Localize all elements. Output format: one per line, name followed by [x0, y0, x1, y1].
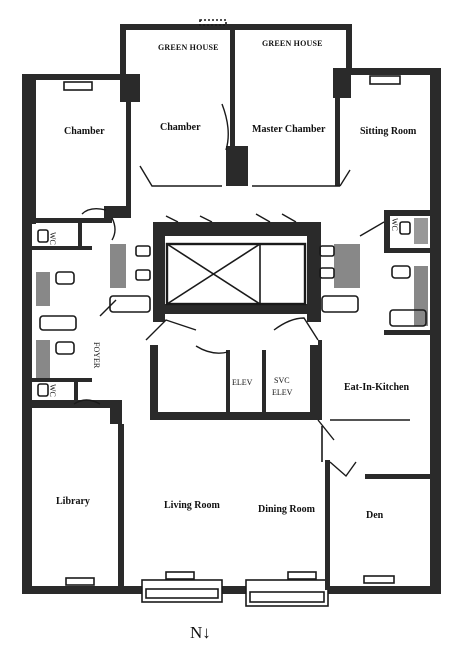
svc-elev-label: ELEV [272, 388, 293, 397]
eat-in-kitchen-label: Eat-In-Kitchen [344, 382, 409, 393]
wc-right-label: WC [390, 218, 399, 231]
elevator-hatch [165, 242, 307, 306]
north-arrow: N↓ [190, 623, 211, 642]
greenhouse-right-label: GREEN HOUSE [262, 39, 323, 48]
chamber-1-label: Chamber [64, 126, 105, 137]
door-swings [73, 103, 385, 478]
room-labels: GREEN HOUSE GREEN HOUSE Chamber Chamber … [48, 39, 417, 521]
greenhouse-left-label: GREEN HOUSE [158, 43, 219, 52]
master-chamber-label: Master Chamber [252, 124, 326, 135]
kitchen-counters [321, 419, 410, 462]
elev-label: ELEV [232, 378, 253, 387]
windows [63, 19, 401, 586]
chamber-2-label: Chamber [160, 122, 201, 133]
svc-label: SVC [274, 376, 290, 385]
wc-left-upper-label: WC [48, 232, 57, 245]
den-label: Den [366, 510, 384, 521]
outer-walls [22, 24, 441, 607]
fixtures [37, 221, 427, 397]
foyer-label: FOYER [92, 342, 101, 369]
bath-tiles [36, 218, 428, 378]
interior-walls [32, 96, 433, 590]
wc-left-lower-label: WC [48, 384, 57, 397]
library-label: Library [56, 496, 90, 507]
dining-room-label: Dining Room [258, 504, 316, 515]
living-room-label: Living Room [164, 500, 221, 511]
sitting-room-label: Sitting Room [360, 126, 417, 137]
